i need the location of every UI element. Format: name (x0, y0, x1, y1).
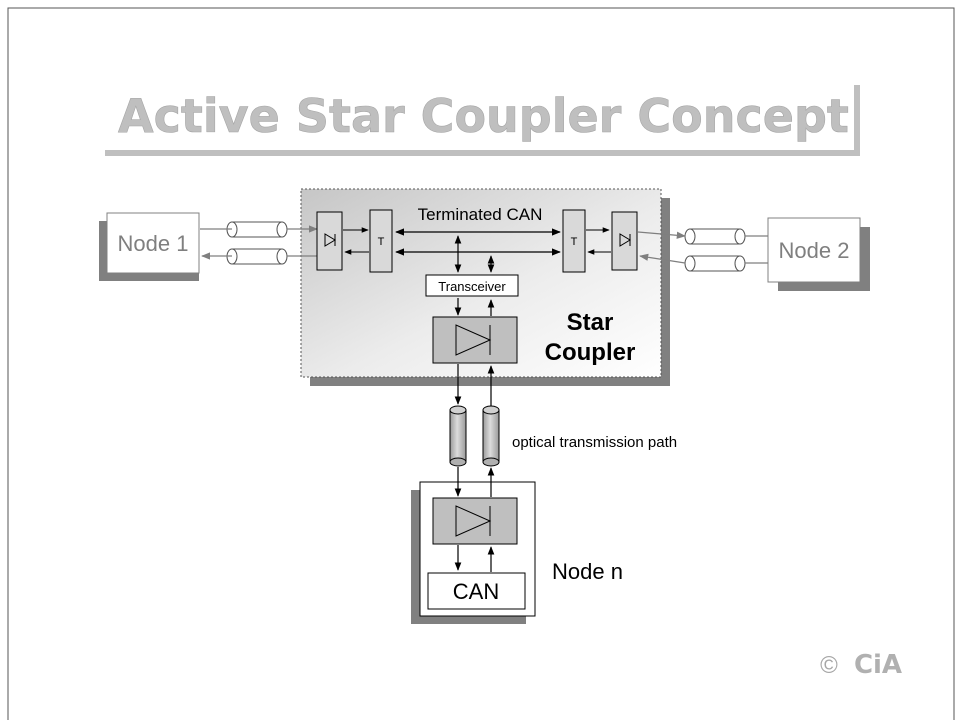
terminated-can-label: Terminated CAN (418, 205, 543, 224)
node2-label: Node 2 (779, 238, 850, 263)
right-termination-box (562, 209, 586, 273)
fiber-down-cylinder (449, 405, 467, 467)
coupler-optical-block (432, 316, 518, 364)
left-termination-label: T (378, 236, 385, 248)
node-n-label: Node n (552, 559, 623, 584)
node2-upper-link-a (637, 231, 686, 239)
right-optical-converter (611, 211, 638, 271)
node1-fiber-lower (226, 248, 288, 265)
coupler-diode-icon (455, 324, 492, 356)
can-controller-label: CAN (453, 579, 499, 604)
cia-logo: CiA (854, 650, 902, 680)
fiber-up-cylinder (482, 405, 500, 467)
transceiver-label: Transceiver (438, 279, 506, 294)
node2-fiber-upper (684, 228, 746, 245)
left-diode-icon (324, 233, 336, 247)
node2-fiber-lower (684, 255, 746, 272)
transceiver-box (425, 274, 519, 297)
node-n-optical-block (432, 497, 518, 545)
left-optical-converter (316, 211, 343, 271)
node1-box (106, 212, 200, 274)
right-diode-icon (619, 233, 631, 247)
slide-title: Active Star Coupler Concept (118, 89, 849, 143)
node1-fiber-upper (226, 221, 288, 238)
coupler-label: Coupler (545, 339, 636, 366)
node2-lower-link-b (639, 253, 686, 264)
node-n-diode-icon (455, 505, 492, 537)
right-termination-label: T (571, 236, 578, 248)
star-label: Star (567, 309, 614, 336)
copyright-symbol: © (820, 652, 838, 679)
node2-box (767, 217, 861, 283)
can-controller-box (427, 572, 526, 610)
optical-path-label: optical transmission path (512, 434, 677, 451)
left-termination-box (369, 209, 393, 273)
node1-label: Node 1 (118, 231, 189, 256)
